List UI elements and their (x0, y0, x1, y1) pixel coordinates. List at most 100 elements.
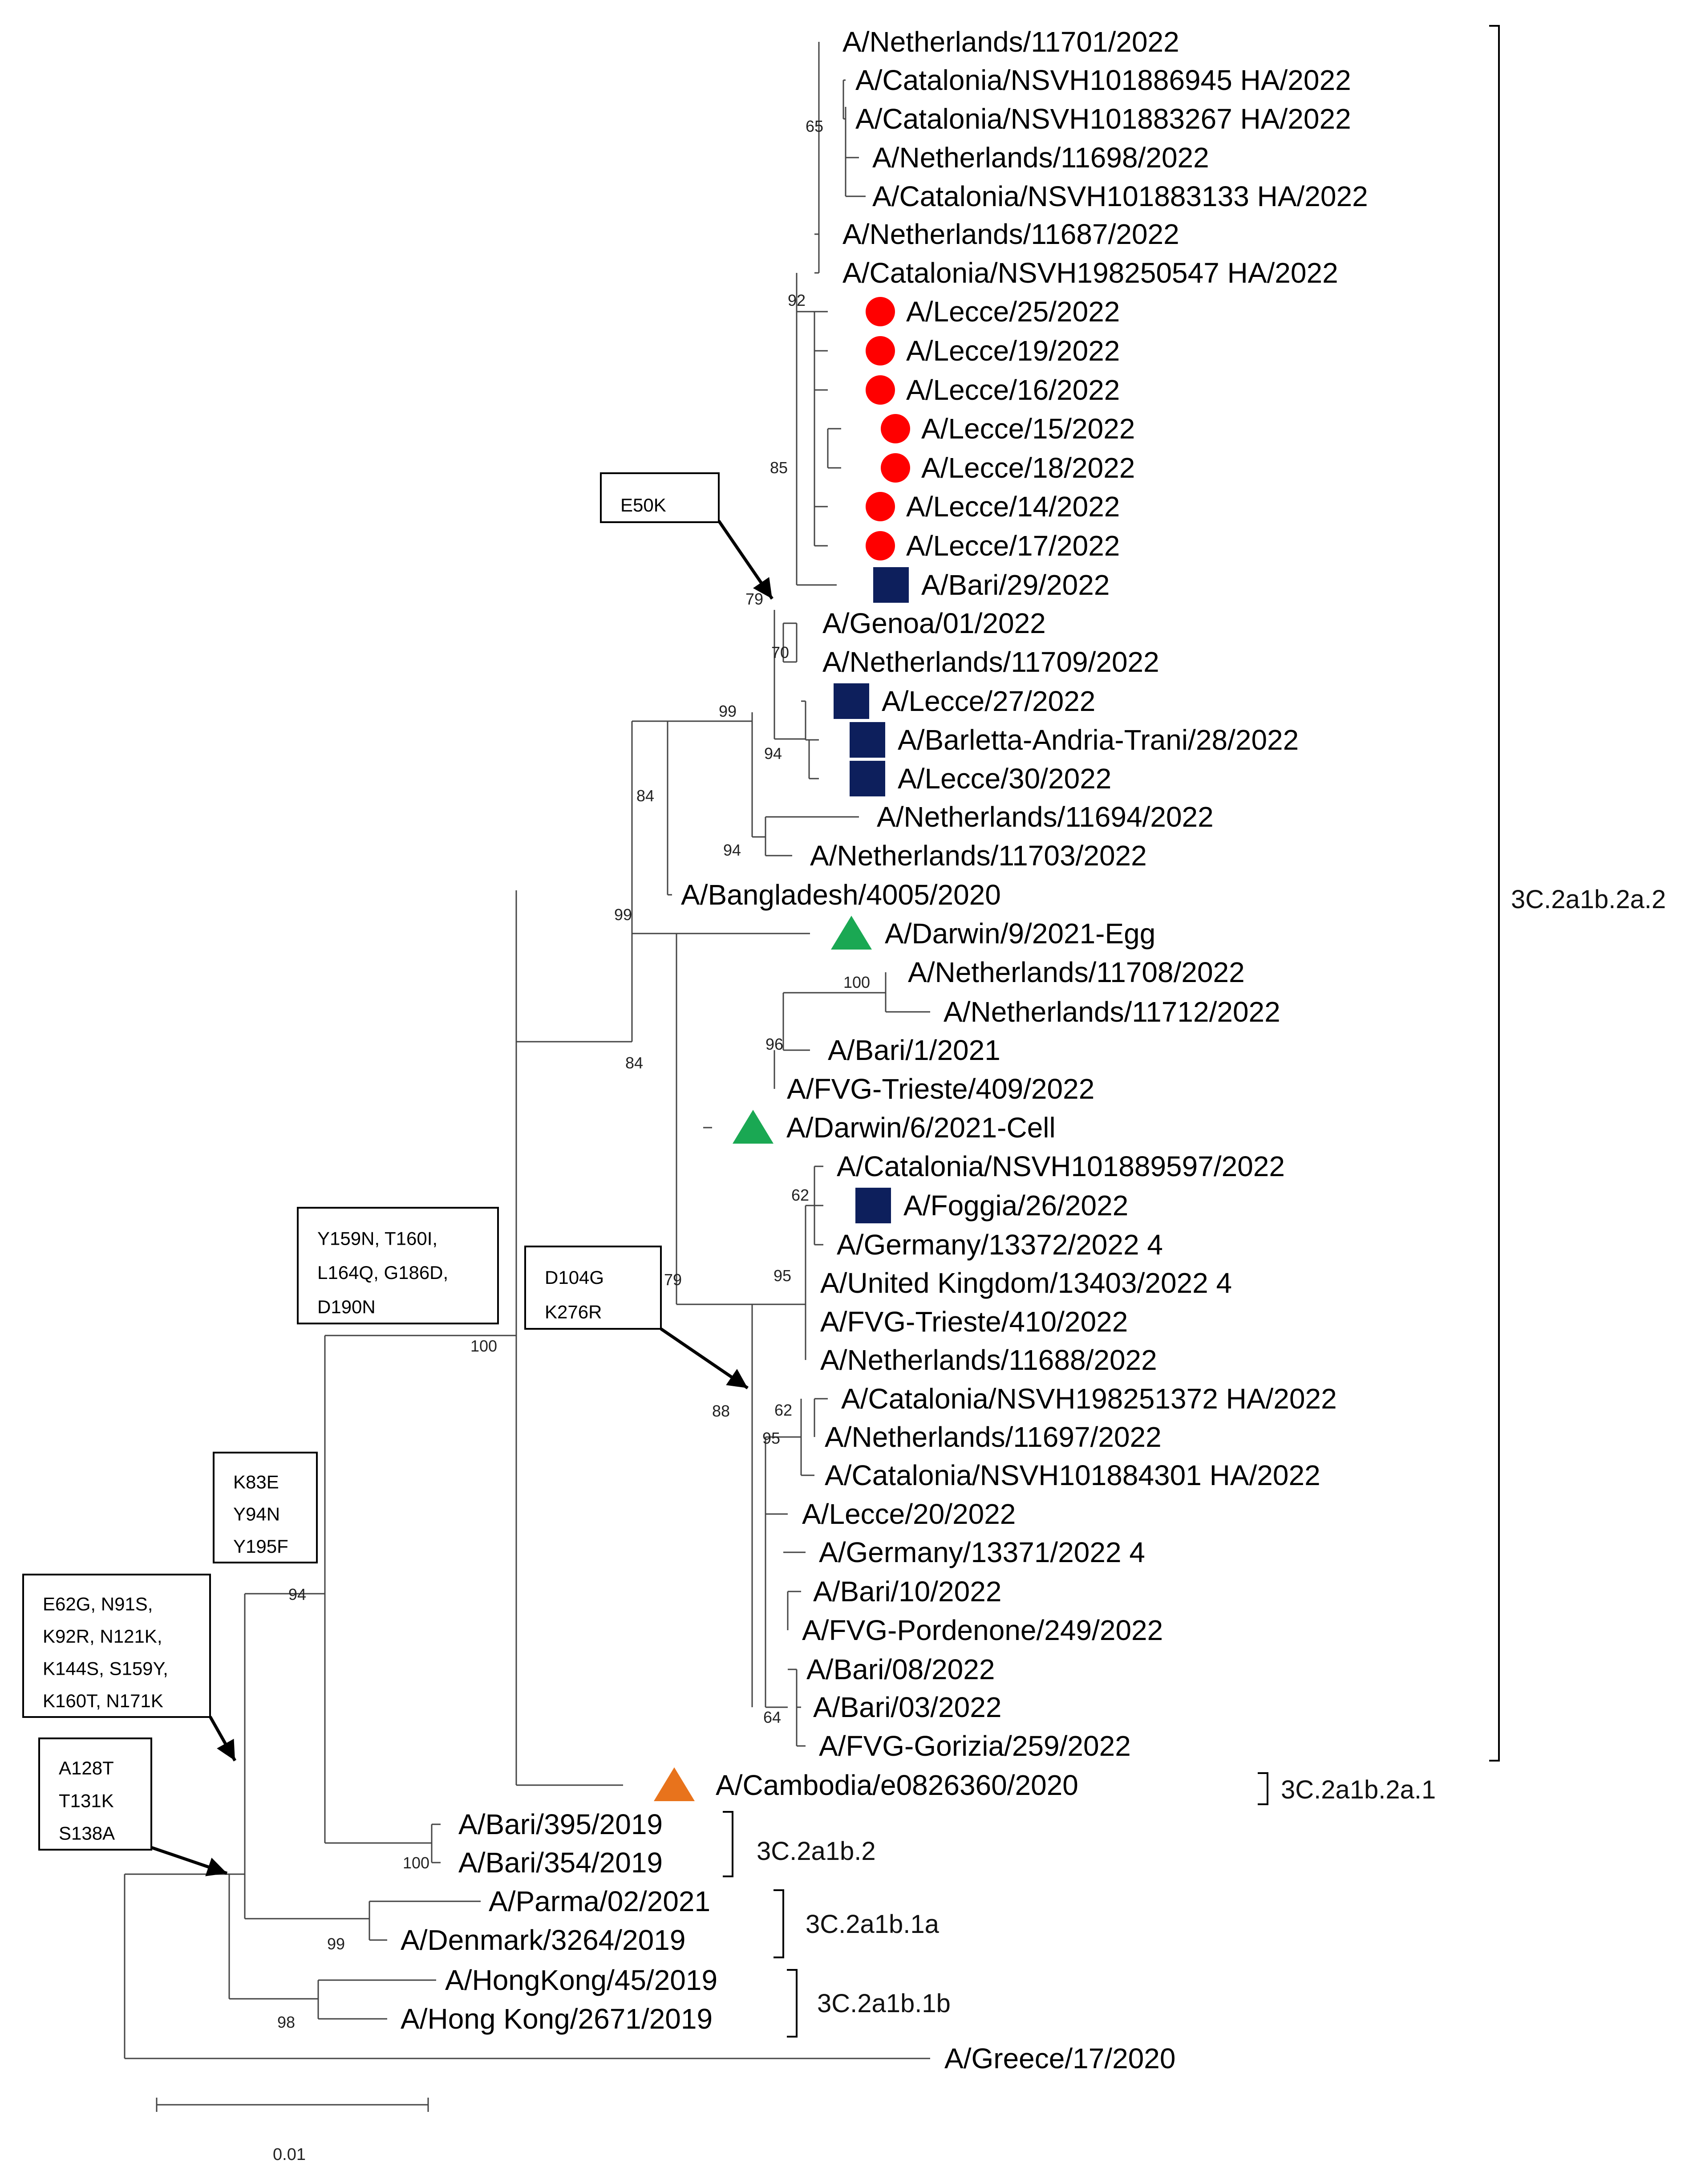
bootstrap-value: 62 (791, 1186, 809, 1204)
mutation-text: K83E (233, 1471, 279, 1492)
leaf-label: A/Bari/1/2021 (828, 1034, 1000, 1066)
tree-markers (654, 297, 910, 1801)
leaf-label: A/Lecce/15/2022 (921, 413, 1135, 445)
mutation-box (524, 1246, 662, 1330)
bootstrap-value: 65 (806, 117, 823, 135)
leaf-label: A/Genoa/01/2022 (822, 607, 1046, 639)
lecce-circle-marker (866, 336, 895, 365)
lecce-circle-marker (881, 453, 910, 483)
clade-bracket (1489, 25, 1500, 1762)
leaf-label: A/Netherlands/11703/2022 (810, 840, 1147, 872)
mutation-text: K160T, N171K (43, 1690, 163, 1711)
leaf-label: A/Darwin/6/2021-Cell (786, 1112, 1056, 1144)
mutation-box (213, 1452, 318, 1563)
bootstrap-value: 84 (636, 787, 654, 805)
leaf-label: A/Netherlands/11698/2022 (872, 142, 1209, 174)
square-marker (855, 1188, 891, 1223)
leaf-label: A/Catalonia/NSVH101889597/2022 (837, 1150, 1285, 1182)
square-marker (850, 761, 885, 796)
leaf-label: A/Netherlands/11688/2022 (820, 1344, 1157, 1376)
mutation-text: D190N (317, 1296, 376, 1317)
leaf-label: A/FVG-Pordenone/249/2022 (802, 1614, 1163, 1646)
bootstrap-value: 64 (763, 1708, 781, 1726)
bootstrap-value: 92 (788, 291, 806, 309)
scale-bar-label: 0.01 (273, 2145, 306, 2164)
square-marker (873, 567, 909, 603)
clade-bracket (723, 1811, 733, 1877)
leaf-label: A/Bangladesh/4005/2020 (681, 879, 1001, 911)
bootstrap-value: 62 (774, 1401, 792, 1419)
mutation-text: E50K (620, 495, 666, 516)
clade-label: 3C.2a1b.2a.2 (1511, 885, 1666, 914)
clade-bracket (1258, 1772, 1268, 1805)
scale-bar: 0.01 (156, 2098, 429, 2164)
leaf-labels: A/Netherlands/11701/2022A/Catalonia/NSVH… (401, 26, 1368, 2074)
leaf-label: A/Hong Kong/2671/2019 (401, 2003, 713, 2035)
bootstrap-value: 96 (765, 1035, 783, 1053)
leaf-label: A/Bari/29/2022 (921, 569, 1110, 601)
bootstrap-value: 94 (764, 744, 782, 763)
mutation-text: L164Q, G186D, (317, 1262, 448, 1283)
leaf-label: A/Lecce/30/2022 (898, 763, 1111, 795)
leaf-label: A/Netherlands/11709/2022 (822, 646, 1159, 678)
mutation-text: K276R (545, 1302, 602, 1323)
arrow-head (217, 1738, 235, 1761)
lecce-circle-marker (866, 375, 895, 405)
mutation-text: T131K (59, 1790, 114, 1811)
leaf-label: A/Netherlands/11697/2022 (825, 1421, 1162, 1453)
bootstrap-value: 79 (745, 590, 763, 608)
clade-label: 3C.2a1b.2a.1 (1281, 1775, 1436, 1804)
leaf-label: A/Netherlands/11694/2022 (877, 801, 1214, 833)
mutation-text: D104G (545, 1267, 604, 1288)
leaf-label: A/Darwin/9/2021-Egg (885, 917, 1155, 950)
bootstrap-value: 98 (277, 2013, 295, 2031)
vaccine-triangle-marker (831, 916, 872, 950)
arrow-head (753, 577, 772, 599)
mutation-text: E62G, N91S, (43, 1593, 153, 1614)
leaf-label: A/Germany/13372/2022 4 (837, 1229, 1163, 1261)
square-marker (850, 722, 885, 758)
leaf-label: A/Germany/13371/2022 4 (819, 1536, 1145, 1568)
bootstrap-value: 85 (770, 459, 788, 477)
lecce-circle-marker (866, 492, 895, 521)
leaf-label: A/Foggia/26/2022 (903, 1189, 1128, 1222)
leaf-label: A/Netherlands/11712/2022 (944, 996, 1280, 1028)
leaf-label: A/Lecce/20/2022 (802, 1498, 1016, 1530)
leaf-label: A/Catalonia/NSVH101884301 HA/2022 (825, 1459, 1320, 1491)
bootstrap-value: 99 (719, 702, 737, 720)
leaf-label: A/FVG-Trieste/410/2022 (820, 1306, 1128, 1338)
bootstrap-value: 84 (625, 1054, 643, 1072)
clade-bracket (787, 1969, 798, 2038)
leaf-label: A/Lecce/14/2022 (906, 491, 1120, 523)
arrow-head (205, 1857, 227, 1876)
leaf-label: A/Bari/08/2022 (806, 1653, 995, 1685)
leaf-label: A/Catalonia/NSVH101883267 HA/2022 (855, 103, 1351, 135)
bootstrap-value: 100 (470, 1337, 497, 1355)
bootstrap-value: 94 (288, 1585, 306, 1603)
vaccine-triangle-marker (733, 1110, 774, 1144)
leaf-label: A/Bari/03/2022 (813, 1691, 1001, 1723)
bootstrap-value: 100 (843, 973, 870, 991)
tree-branches (124, 42, 930, 2059)
leaf-label: A/Netherlands/11701/2022 (842, 26, 1179, 58)
leaf-label: A/Netherlands/11708/2022 (908, 956, 1245, 988)
lecce-circle-marker (866, 297, 895, 326)
reference-triangle-marker (654, 1767, 695, 1801)
clade-label: 3C.2a1b.2 (757, 1837, 876, 1866)
bootstrap-value: 100 (403, 1854, 429, 1872)
leaf-label: A/FVG-Trieste/409/2022 (787, 1073, 1094, 1105)
leaf-label: A/United Kingdom/13403/2022 4 (820, 1267, 1232, 1299)
mutation-box (22, 1574, 211, 1718)
clade-brackets: 3C.2a1b.2a.23C.2a1b.2a.13C.2a1b.23C.2a1b… (723, 25, 1666, 2038)
leaf-label: A/Netherlands/11687/2022 (842, 218, 1179, 250)
arrow-head (726, 1369, 748, 1388)
bootstrap-value: 95 (762, 1429, 780, 1447)
lecce-circle-marker (881, 414, 910, 443)
bootstrap-value: 95 (774, 1267, 791, 1285)
leaf-label: A/Lecce/16/2022 (906, 374, 1120, 406)
leaf-label: A/Lecce/17/2022 (906, 530, 1120, 562)
bootstrap-value: 70 (771, 643, 789, 662)
